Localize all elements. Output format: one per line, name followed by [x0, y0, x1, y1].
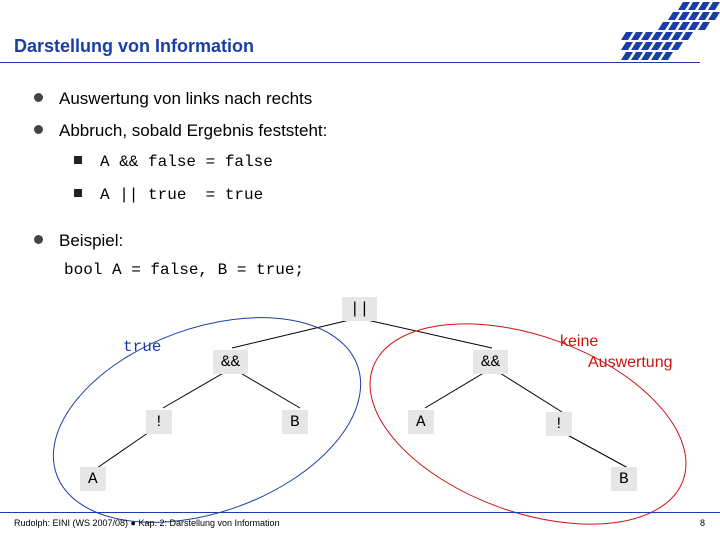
- sub-bullet-and: A && false = false: [74, 153, 273, 171]
- bullet-text: Beispiel:: [59, 231, 124, 250]
- code-or-rule: A || true = true: [100, 186, 264, 204]
- tree-node-a-right: A: [408, 410, 434, 434]
- tree-node-a-left: A: [80, 467, 106, 491]
- university-logo: [621, 2, 720, 60]
- bullet-text: Auswertung von links nach rechts: [59, 89, 313, 108]
- bullet-short-circuit: Abbruch, sobald Ergebnis feststeht:: [34, 121, 327, 141]
- tree-node-not-right: !: [546, 412, 572, 436]
- annotation-true: true: [123, 338, 162, 356]
- tree-node-or: ||: [342, 297, 378, 321]
- page-title: Darstellung von Information: [14, 36, 255, 56]
- annotation-auswertung: Auswertung: [588, 354, 673, 371]
- square-bullet-icon: [74, 155, 82, 164]
- page-number: 8: [700, 518, 706, 528]
- code-declaration: bool A = false, B = true;: [64, 261, 305, 279]
- sub-bullet-or: A || true = true: [74, 186, 263, 204]
- tree-node-and-left: &&: [213, 350, 249, 374]
- tree-node-b-left: B: [282, 410, 308, 434]
- bullet-text: Abbruch, sobald Ergebnis feststeht:: [59, 121, 328, 140]
- bullet-dot-icon: [34, 93, 43, 103]
- left-subtree-ellipse: [52, 317, 362, 523]
- tree-node-not-left: !: [146, 410, 172, 434]
- square-bullet-icon: [74, 188, 82, 197]
- tree-node-and-right: &&: [473, 350, 509, 374]
- right-subtree-ellipse: [369, 323, 687, 525]
- tree-node-b-right: B: [611, 467, 637, 491]
- header-divider: [0, 62, 700, 63]
- footer-divider: [0, 512, 720, 513]
- bullet-dot-icon: [34, 235, 43, 245]
- code-and-rule: A && false = false: [100, 153, 273, 171]
- footer-text: Rudolph: EINI (WS 2007/08) ● Kap. 2: Dar…: [14, 518, 280, 528]
- annotation-keine: keine: [560, 333, 599, 350]
- bullet-evaluation-order: Auswertung von links nach rechts: [34, 89, 312, 109]
- bullet-example: Beispiel:: [34, 231, 123, 251]
- bullet-dot-icon: [34, 125, 43, 135]
